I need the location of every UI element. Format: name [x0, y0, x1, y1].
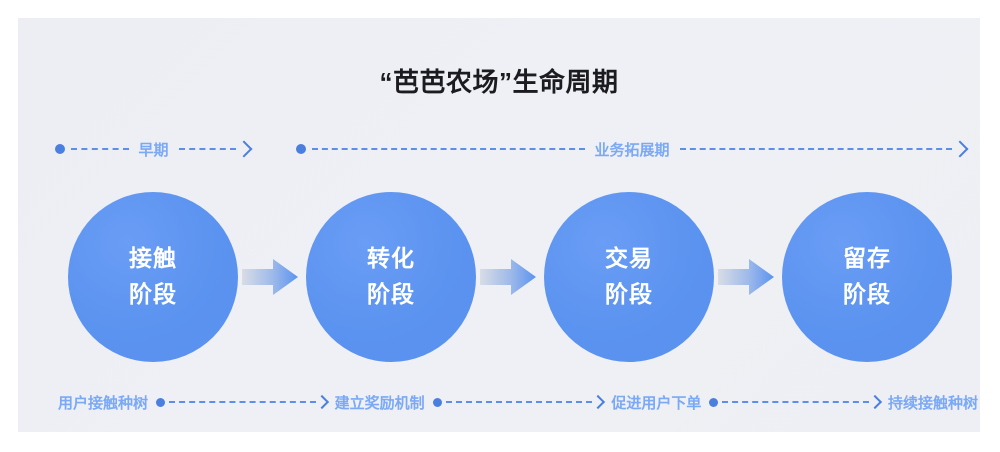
action-label-1: 用户接触种树	[58, 394, 149, 412]
chevron-right-icon	[951, 140, 969, 158]
action-connector-1	[148, 394, 335, 410]
dashed-line	[169, 401, 316, 403]
stage-circle-contact[interactable]: 接触 阶段	[68, 192, 238, 362]
stage-circle-transaction[interactable]: 交易 阶段	[544, 192, 714, 362]
stage-circle-retention[interactable]: 留存 阶段	[782, 192, 952, 362]
stage-label-line2: 阶段	[605, 281, 653, 307]
dashed-line	[312, 148, 585, 150]
phase-label-early: 早期	[138, 141, 169, 159]
action-connector-2	[425, 394, 612, 410]
block-arrow-right-icon	[718, 258, 774, 296]
dot-icon	[296, 144, 306, 154]
dashed-line	[178, 148, 237, 150]
chevron-right-icon	[591, 394, 606, 410]
phase-label-expansion: 业务拓展期	[594, 141, 670, 159]
chevron-right-icon	[235, 140, 253, 158]
dot-icon	[156, 397, 166, 407]
action-label-3: 促进用户下单	[611, 394, 702, 412]
chevron-right-icon	[314, 394, 329, 410]
block-arrow-right-icon	[242, 258, 298, 296]
page-title: “芭芭农场”生命周期	[379, 67, 619, 97]
dashed-line	[679, 148, 953, 150]
stage-label-line1: 接触	[129, 245, 177, 272]
block-arrow-right-icon	[480, 258, 536, 296]
stage-label-line2: 阶段	[843, 281, 891, 307]
phase-bar-early: 早期	[55, 136, 253, 162]
stage-label-line1: 留存	[843, 245, 891, 272]
dot-icon	[709, 397, 719, 407]
stage-label-line1: 交易	[605, 245, 653, 272]
dot-icon	[432, 397, 442, 407]
stage-label-line1: 转化	[367, 245, 415, 272]
action-label-4: 持续接触种树	[887, 394, 978, 412]
stage-label-line2: 阶段	[129, 281, 177, 307]
dot-icon	[55, 144, 65, 154]
dashed-line	[71, 148, 129, 150]
stage-label-line2: 阶段	[367, 281, 415, 307]
dashed-line	[445, 401, 593, 403]
dashed-line	[722, 401, 869, 403]
chevron-right-icon	[867, 394, 883, 410]
phase-bar-expansion: 业务拓展期	[296, 136, 969, 162]
action-label-2: 建立奖励机制	[334, 394, 425, 412]
stage-circle-conversion[interactable]: 转化 阶段	[306, 192, 476, 362]
diagram-panel: “芭芭农场”生命周期 早期 业务拓展期 接触 阶段 转化 阶段 交易	[18, 18, 980, 432]
action-row: 用户接触种树 建立奖励机制 促进用户下单 持续接触种树	[58, 390, 978, 414]
action-connector-3	[701, 394, 888, 410]
